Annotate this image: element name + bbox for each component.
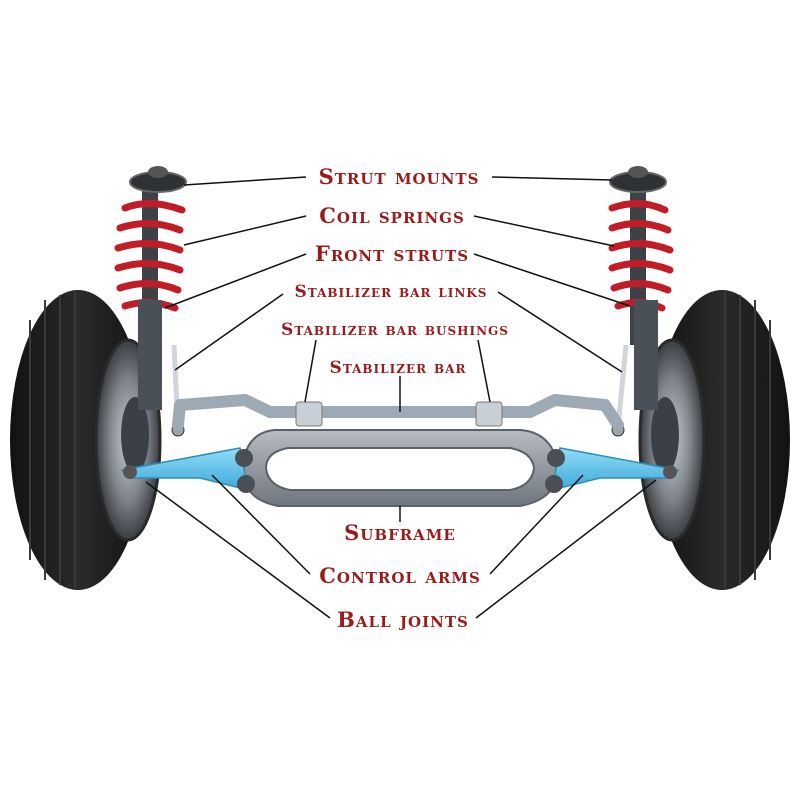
left-arm-bushing-front — [235, 449, 253, 467]
leader-stabilizer-link-right — [497, 291, 623, 373]
left-tire-tread — [29, 292, 76, 588]
label-coil-springs: Coil springs — [319, 203, 465, 228]
right-ball-joint — [663, 465, 677, 479]
left-arm-bushing-rear — [237, 475, 255, 493]
right-knuckle — [634, 300, 658, 410]
leader-coil-spring-left — [183, 215, 307, 246]
label-front-struts: Front struts — [314, 241, 470, 266]
leader-stabilizer-link-left — [174, 293, 284, 371]
leader-lines — [145, 176, 657, 619]
left-wheel — [10, 290, 162, 590]
right-coil-spring — [608, 200, 674, 312]
leader-bushing-right — [477, 339, 491, 403]
label-strut-mounts: Strut mounts — [318, 164, 480, 189]
leader-strut-mount-right — [491, 176, 613, 181]
label-subframe: Subframe — [344, 520, 456, 545]
right-arm-bushing-rear — [545, 475, 563, 493]
label-ball-joints: Ball joints — [337, 607, 469, 632]
leader-control-arm-left — [211, 474, 311, 575]
leader-ball-joint-left — [145, 481, 331, 619]
left-stabilizer-bushing — [295, 401, 323, 427]
stabilizer-bar — [172, 394, 624, 431]
right-strut-mount-top — [628, 166, 648, 178]
right-hub — [651, 397, 679, 473]
leader-ball-joint-right — [475, 479, 657, 619]
label-stabilizer-bar-links: Stabilizer bar links — [294, 282, 488, 302]
leader-front-strut-right — [473, 253, 631, 307]
right-arm-bushing-front — [547, 449, 565, 467]
subframe — [243, 429, 557, 507]
label-stabilizer-bar: Stabilizer bar — [329, 358, 467, 378]
leader-control-arm-right — [489, 474, 584, 575]
left-knuckle — [138, 300, 162, 410]
right-stabilizer-link — [615, 344, 629, 429]
label-stabilizer-bar-bushings: Stabilizer bar bushings — [281, 320, 509, 340]
label-control-arms: Control arms — [319, 563, 481, 588]
right-strut-assembly — [608, 166, 674, 437]
leader-bushing-left — [304, 339, 317, 403]
leader-front-strut-left — [164, 253, 307, 309]
left-strut-mount-top — [148, 166, 168, 178]
right-wheel — [638, 290, 790, 590]
right-stabilizer-bushing — [475, 401, 503, 427]
left-ball-joint — [123, 465, 137, 479]
right-tire-tread — [724, 292, 771, 588]
leader-coil-spring-right — [473, 215, 615, 247]
left-hub — [121, 397, 149, 473]
leader-strut-mount-left — [183, 176, 307, 186]
